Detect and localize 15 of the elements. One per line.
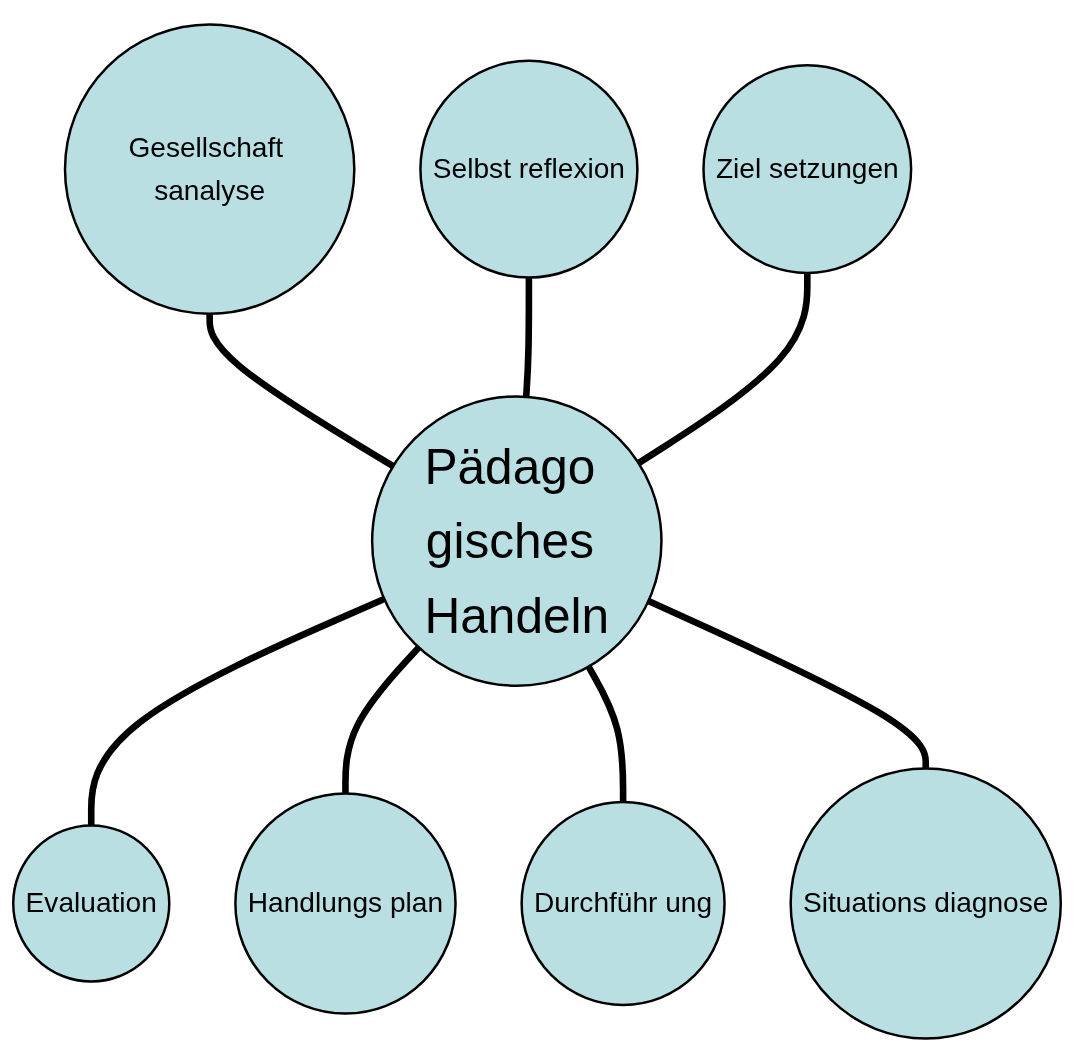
connector [206,313,395,469]
connector [87,596,386,826]
connector [585,665,627,802]
node-circle: Selbst reflexion [419,59,639,279]
node-circle: Situations diagnose [789,767,1062,1040]
connector [636,272,811,466]
connector [342,645,422,794]
node-circle: Pädago gisches Handeln [370,395,663,687]
connector [647,597,930,769]
node-circle: Handlungs plan [234,792,457,1015]
connector [522,277,533,397]
node-circle: Gesellschaft sanalyse [63,23,356,316]
node-circle: Ziel setzungen [702,64,913,275]
node-circle: Evaluation [12,824,171,983]
node-circle: Durchführ ung [520,800,726,1007]
